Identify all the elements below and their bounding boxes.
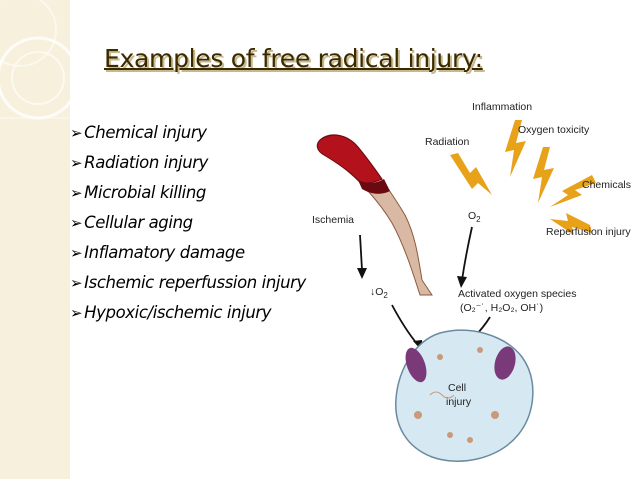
bullet-text: Inflamatory damage bbox=[84, 243, 245, 262]
free-radical-diagram: Inflammation Radiation Oxygen toxicity C… bbox=[312, 101, 631, 462]
bullet-item: ➢Microbial killing bbox=[70, 178, 320, 208]
o2-label: O2 bbox=[468, 210, 481, 224]
checkmark-arrow-icon: ➢ bbox=[70, 244, 83, 262]
bullet-text: Cellular aging bbox=[84, 213, 193, 232]
reperfusion-label: Reperfusion injury bbox=[546, 226, 631, 238]
slide-title: Examples of free radical injury: bbox=[104, 44, 483, 73]
cell-label: Cell bbox=[448, 382, 466, 394]
bolt-icon bbox=[533, 147, 554, 203]
checkmark-arrow-icon: ➢ bbox=[70, 184, 83, 202]
bolt-icon bbox=[450, 153, 492, 195]
bullet-item: ➢Radiation injury bbox=[70, 148, 320, 178]
bullet-text: Hypoxic/ischemic injury bbox=[84, 303, 272, 322]
bullet-text: Microbial killing bbox=[84, 183, 206, 202]
bullet-item: ➢Ischemic reperfussion injury bbox=[70, 268, 320, 298]
cell-injury-label: injury bbox=[446, 396, 472, 408]
ischemia-label: Ischemia bbox=[312, 214, 354, 226]
bullet-item: ➢Hypoxic/ischemic injury bbox=[70, 298, 320, 328]
oxygen-toxicity-label: Oxygen toxicity bbox=[518, 124, 590, 136]
checkmark-arrow-icon: ➢ bbox=[70, 154, 83, 172]
radiation-label: Radiation bbox=[425, 136, 470, 148]
decorative-left-band bbox=[0, 0, 70, 479]
bullet-text: Ischemic reperfussion injury bbox=[84, 273, 306, 292]
checkmark-arrow-icon: ➢ bbox=[70, 214, 83, 232]
bolt-icon bbox=[550, 175, 596, 207]
inflammation-label: Inflammation bbox=[472, 101, 532, 113]
chemicals-label: Chemicals bbox=[582, 179, 631, 191]
o2-decrease-label: ↓O2 bbox=[370, 286, 388, 300]
arrow-icon bbox=[359, 234, 363, 271]
cell-illustration: Cell injury bbox=[395, 329, 534, 462]
checkmark-arrow-icon: ➢ bbox=[70, 274, 83, 292]
activated-oxygen-species-list: (O₂⁻˙, H₂O₂, OH˙) bbox=[460, 302, 543, 314]
bullet-text: Chemical injury bbox=[84, 123, 207, 142]
lightning-bolts bbox=[450, 120, 596, 235]
checkmark-arrow-icon: ➢ bbox=[70, 304, 83, 322]
decorative-circles bbox=[0, 0, 70, 120]
bullet-text: Radiation injury bbox=[84, 153, 208, 172]
checkmark-arrow-icon: ➢ bbox=[70, 124, 83, 142]
bullet-list: ➢Chemical injury ➢Radiation injury ➢Micr… bbox=[70, 118, 320, 328]
bullet-item: ➢Cellular aging bbox=[70, 208, 320, 238]
arrow-icon bbox=[461, 226, 473, 281]
bullet-item: ➢Chemical injury bbox=[70, 118, 320, 148]
arrow-icon bbox=[391, 304, 419, 346]
activated-oxygen-label: Activated oxygen species bbox=[458, 288, 576, 300]
bullet-item: ➢Inflamatory damage bbox=[70, 238, 320, 268]
bolt-icon bbox=[550, 213, 592, 235]
blood-vessel-illustration bbox=[316, 134, 433, 296]
bolt-icon bbox=[505, 120, 526, 177]
